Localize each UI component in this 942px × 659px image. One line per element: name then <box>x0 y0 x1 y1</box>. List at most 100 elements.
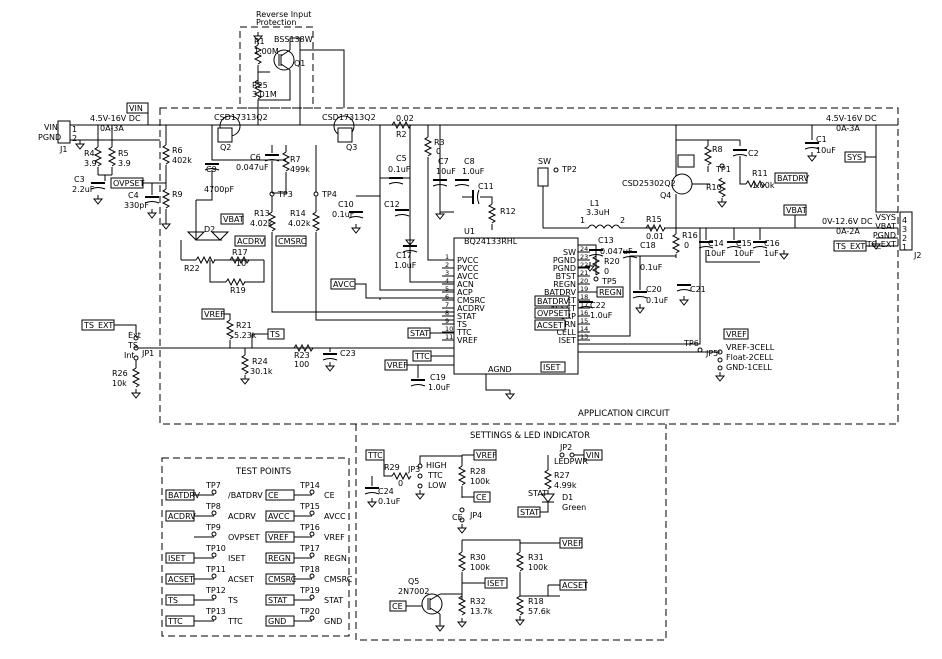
schematic-shape <box>458 551 466 572</box>
schematic-label: R23 <box>294 351 310 360</box>
schematic-label: 0.1uF <box>378 497 401 506</box>
u1-ref: U1 <box>464 227 475 236</box>
schematic-label: C19 <box>430 373 446 382</box>
tp-net-left: BATDRV <box>168 491 201 500</box>
j2-pin-num: 1 <box>902 243 907 252</box>
tp-text-right: REGN <box>324 554 347 563</box>
schematic-label: TS_EXT <box>835 242 865 251</box>
schematic-label: C17 <box>396 251 412 260</box>
schematic-label: 1.00k <box>752 181 775 190</box>
schematic-label: R1 <box>254 37 265 46</box>
application-title: APPLICATION CIRCUIT <box>578 409 670 419</box>
schematic-shape <box>717 349 723 355</box>
schematic-label: R18 <box>528 597 544 606</box>
schematic-shape <box>93 194 103 205</box>
schematic-shape <box>875 125 898 213</box>
schematic-shape <box>211 125 286 161</box>
schematic-shape <box>196 170 213 201</box>
schematic-label: TP2 <box>561 165 577 174</box>
tp-id-right: TP17 <box>299 544 320 553</box>
schematic-shape <box>515 615 525 626</box>
schematic-label: CSD25302Q2 <box>622 179 676 188</box>
schematic-shape <box>364 487 380 495</box>
schematic-shape <box>114 324 137 334</box>
schematic-shape <box>672 233 680 254</box>
q1-transistor <box>273 49 295 71</box>
j2-pin-num: 2 <box>902 234 907 243</box>
schematic-shape <box>424 136 432 157</box>
schematic-label: CSD17313Q2 <box>214 113 268 122</box>
schematic-shape <box>732 149 748 157</box>
schematic-label: C22 <box>590 301 606 310</box>
schematic-shape <box>705 228 761 240</box>
schematic-label: CMSRC <box>278 237 307 246</box>
tp-point <box>211 552 217 558</box>
schematic-label: 0.1uF <box>388 165 411 174</box>
schematic-label: 10 <box>236 259 246 268</box>
schematic-label: 10uF <box>734 249 754 258</box>
tp-text-left: TTC <box>227 617 243 626</box>
schematic-shape <box>75 139 85 150</box>
schematic-label: 0.047uF <box>236 163 269 172</box>
schematic-label: CE <box>392 602 403 611</box>
schematic-label: 0A-2A <box>836 227 860 236</box>
schematic-label: C2 <box>748 149 759 158</box>
tp-text-right: CE <box>324 491 335 500</box>
ic-agnd: AGND <box>488 365 512 374</box>
schematic-label: CSD17313Q2 <box>322 113 376 122</box>
schematic-shape <box>779 249 789 260</box>
schematic-label: C12 <box>384 200 400 209</box>
ic-pin-num: 14 <box>580 325 588 333</box>
schematic-label: STAT <box>410 329 429 338</box>
d1-led <box>541 493 555 503</box>
reverse-protection-border <box>239 26 314 109</box>
schematic-label: C13 <box>598 236 614 245</box>
tp-point <box>309 552 315 558</box>
tp-net-left: TTC <box>167 617 183 626</box>
j2-pin-num: 4 <box>902 216 907 225</box>
tp-net-right: VREF <box>268 533 289 542</box>
schematic-shape <box>225 278 246 286</box>
schematic-shape <box>417 473 423 479</box>
schematic-shape <box>271 232 454 313</box>
schematic-shape <box>505 389 515 400</box>
schematic-label: 0.02 <box>396 114 414 123</box>
schematic-shape <box>559 452 565 458</box>
schematic-label: C10 <box>338 200 354 209</box>
schematic-label: 330pF <box>124 201 149 210</box>
schematic-shape <box>462 196 493 204</box>
ic-pin-num: 3 <box>445 269 449 277</box>
ic-pin-name: ISET <box>559 336 576 345</box>
j1-connector <box>57 120 71 144</box>
schematic-shape <box>865 125 877 158</box>
tp-text-right: GND <box>324 617 342 626</box>
schematic-label: VBAT <box>786 206 807 215</box>
ic-pin-name: REGN <box>553 280 576 289</box>
schematic-label: 4.5V-16V DC <box>826 114 877 123</box>
tp-id-right: TP16 <box>299 523 320 532</box>
schematic-label: Q5 <box>408 577 419 586</box>
schematic-label: C5 <box>396 154 407 163</box>
ic-pin-num: 9 <box>445 317 449 325</box>
schematic-shape <box>679 295 689 306</box>
schematic-label: R9 <box>172 190 183 199</box>
tp-point <box>211 573 217 579</box>
d2-diode <box>186 231 206 241</box>
schematic-label: R5 <box>118 149 129 158</box>
schematic-label: BATDRV <box>777 174 810 183</box>
schematic-label: R31 <box>528 553 544 562</box>
schematic-shape <box>147 208 157 219</box>
schematic-label: C7 <box>438 157 449 166</box>
schematic-label: R21 <box>236 321 252 330</box>
schematic-shape <box>578 255 676 337</box>
schematic-label: OVPSET <box>537 309 569 318</box>
ic-pin-num: 22 <box>580 261 588 269</box>
q5-transistor <box>421 593 443 615</box>
schematic-label: TP3 <box>277 190 293 199</box>
schematic-label: 0.1uF <box>332 210 355 219</box>
schematic-label: R12 <box>500 207 516 216</box>
schematic-label: JP2 <box>559 443 572 452</box>
j1-pgnd: PGND <box>38 133 61 142</box>
schematic-label: VREF <box>726 330 747 339</box>
testpoints-title: TEST POINTS <box>235 467 291 477</box>
